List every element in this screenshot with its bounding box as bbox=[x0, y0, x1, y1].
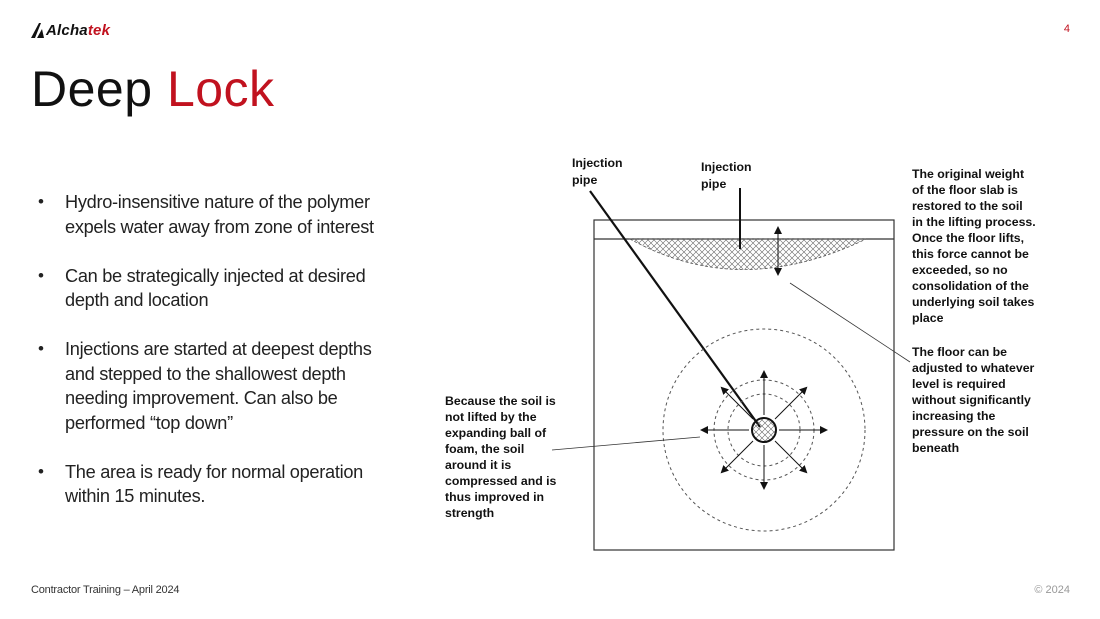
footer-copyright: © 2024 bbox=[1034, 584, 1070, 596]
radial-arrows bbox=[700, 370, 828, 490]
alchatek-logo-icon bbox=[31, 23, 44, 38]
bullet-item: Injections are started at deepest depths… bbox=[36, 337, 381, 435]
foam-ball bbox=[751, 417, 777, 443]
logo-suffix: tek bbox=[87, 21, 111, 39]
company-logo: Alchatek bbox=[30, 20, 110, 40]
angled-injection-pipe bbox=[589, 190, 761, 428]
weight-note: The original weight of the floor slab is… bbox=[912, 167, 1039, 325]
soil-note-leader bbox=[551, 436, 701, 451]
title-part-2: Lock bbox=[166, 61, 275, 117]
foam-lens bbox=[628, 238, 867, 270]
bullet-list: Hydro-insensitive nature of the polymer … bbox=[36, 190, 381, 533]
outer-influence-circle bbox=[662, 328, 866, 532]
deep-lock-diagram: Injection pipe Injection pipe The origin… bbox=[440, 148, 1055, 558]
floor-note-leader bbox=[789, 282, 911, 363]
logo-text: Alchatek bbox=[46, 22, 110, 39]
diagram-svg: Injection pipe Injection pipe The origin… bbox=[445, 156, 1039, 551]
title-part-1: Deep bbox=[31, 61, 153, 117]
injection-pipe-label-left: Injection pipe bbox=[572, 156, 626, 187]
floor-note: The floor can be adjusted to whatever le… bbox=[911, 345, 1038, 455]
soil-box bbox=[593, 219, 895, 551]
soil-note: Because the soil is not lifted by the ex… bbox=[445, 394, 560, 520]
bullet-item: The area is ready for normal operation w… bbox=[36, 460, 381, 509]
logo-prefix: Alcha bbox=[46, 21, 88, 39]
slide-title: Deep Lock bbox=[31, 58, 275, 120]
footer-caption: Contractor Training – April 2024 bbox=[31, 584, 180, 596]
injection-pipe-label-right: Injection pipe bbox=[701, 160, 755, 191]
bullet-item: Hydro-insensitive nature of the polymer … bbox=[36, 190, 381, 239]
bullet-item: Can be strategically injected at desired… bbox=[36, 264, 381, 313]
page-number: 4 bbox=[1063, 23, 1070, 35]
